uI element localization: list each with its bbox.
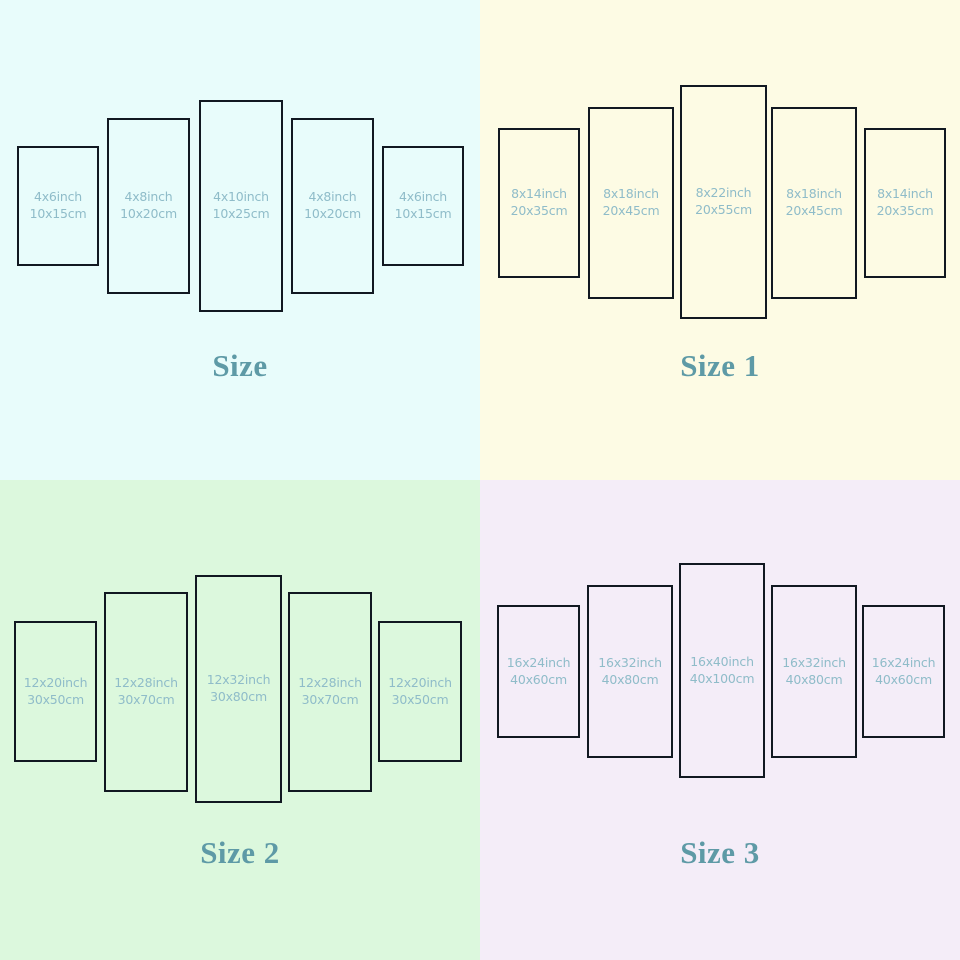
panel-dimension-inch: 4x8inch	[124, 189, 173, 205]
panel-dimension-cm: 30x50cm	[27, 691, 84, 707]
panel-dimension-cm: 40x100cm	[689, 670, 755, 686]
panel-dimension-cm: 30x70cm	[301, 692, 359, 707]
panel-dimension-inch: 8x18inch	[786, 186, 842, 202]
panel-dimension-cm: 40x60cm	[875, 671, 932, 687]
panel-dimension-cm: 30x70cm	[117, 692, 175, 707]
panel-dimension-inch: 8x14inch	[877, 186, 933, 202]
panel-dimension-cm: 10x15cm	[29, 206, 87, 221]
panel-dimension-inch: 16x24inch	[871, 654, 936, 670]
panel-dimension-inch: 16x24inch	[506, 654, 571, 670]
panel-dimension-inch: 4x6inch	[398, 189, 448, 205]
panel-dimension-cm: 40x60cm	[510, 671, 567, 687]
panel-dimension-cm: 30x80cm	[210, 689, 267, 704]
panel-dimension-inch: 8x14inch	[511, 186, 567, 202]
panel-dimension-cm: 40x80cm	[785, 671, 843, 687]
panel-dimension-cm: 10x25cm	[212, 206, 270, 221]
panel-dimension-cm: 10x20cm	[120, 206, 177, 221]
panel-dimension-inch: 16x32inch	[598, 654, 662, 670]
panel-dimension-cm: 10x20cm	[304, 206, 361, 221]
panel-dimension-inch: 16x32inch	[782, 654, 846, 670]
panel-dimension-inch: 4x8inch	[308, 189, 357, 205]
panel-dimension-cm: 10x15cm	[394, 206, 452, 221]
size-label-size-2: Size 2	[200, 835, 280, 870]
panel-dimension-inch: 4x10inch	[213, 189, 269, 205]
panel-dimension-inch: 12x32inch	[206, 672, 271, 688]
size-label-size-1: Size 1	[680, 348, 760, 383]
panel-dimension-inch: 4x6inch	[33, 189, 83, 205]
panel-dimension-cm: 20x55cm	[695, 202, 752, 217]
panel-dimension-cm: 20x45cm	[602, 203, 660, 218]
panel-dimension-cm: 20x35cm	[510, 203, 568, 218]
panel-dimension-cm: 30x50cm	[391, 691, 449, 707]
size-label-size-3: Size 3	[680, 835, 760, 870]
panel-dimension-inch: 8x22inch	[695, 185, 752, 201]
panel-dimension-cm: 20x45cm	[785, 203, 843, 218]
panel-dimension-inch: 12x28inch	[114, 675, 178, 691]
panel-dimension-inch: 8x18inch	[603, 186, 659, 202]
panel-dimension-cm: 20x35cm	[876, 203, 934, 218]
size-label-size: Size	[212, 348, 268, 383]
panel-dimension-cm: 40x80cm	[601, 671, 659, 687]
panel-dimension-inch: 16x40inch	[690, 653, 754, 669]
panel-dimension-inch: 12x20inch	[388, 674, 452, 690]
panel-dimension-inch: 12x28inch	[298, 675, 362, 691]
panel-dimension-inch: 12x20inch	[23, 674, 88, 690]
